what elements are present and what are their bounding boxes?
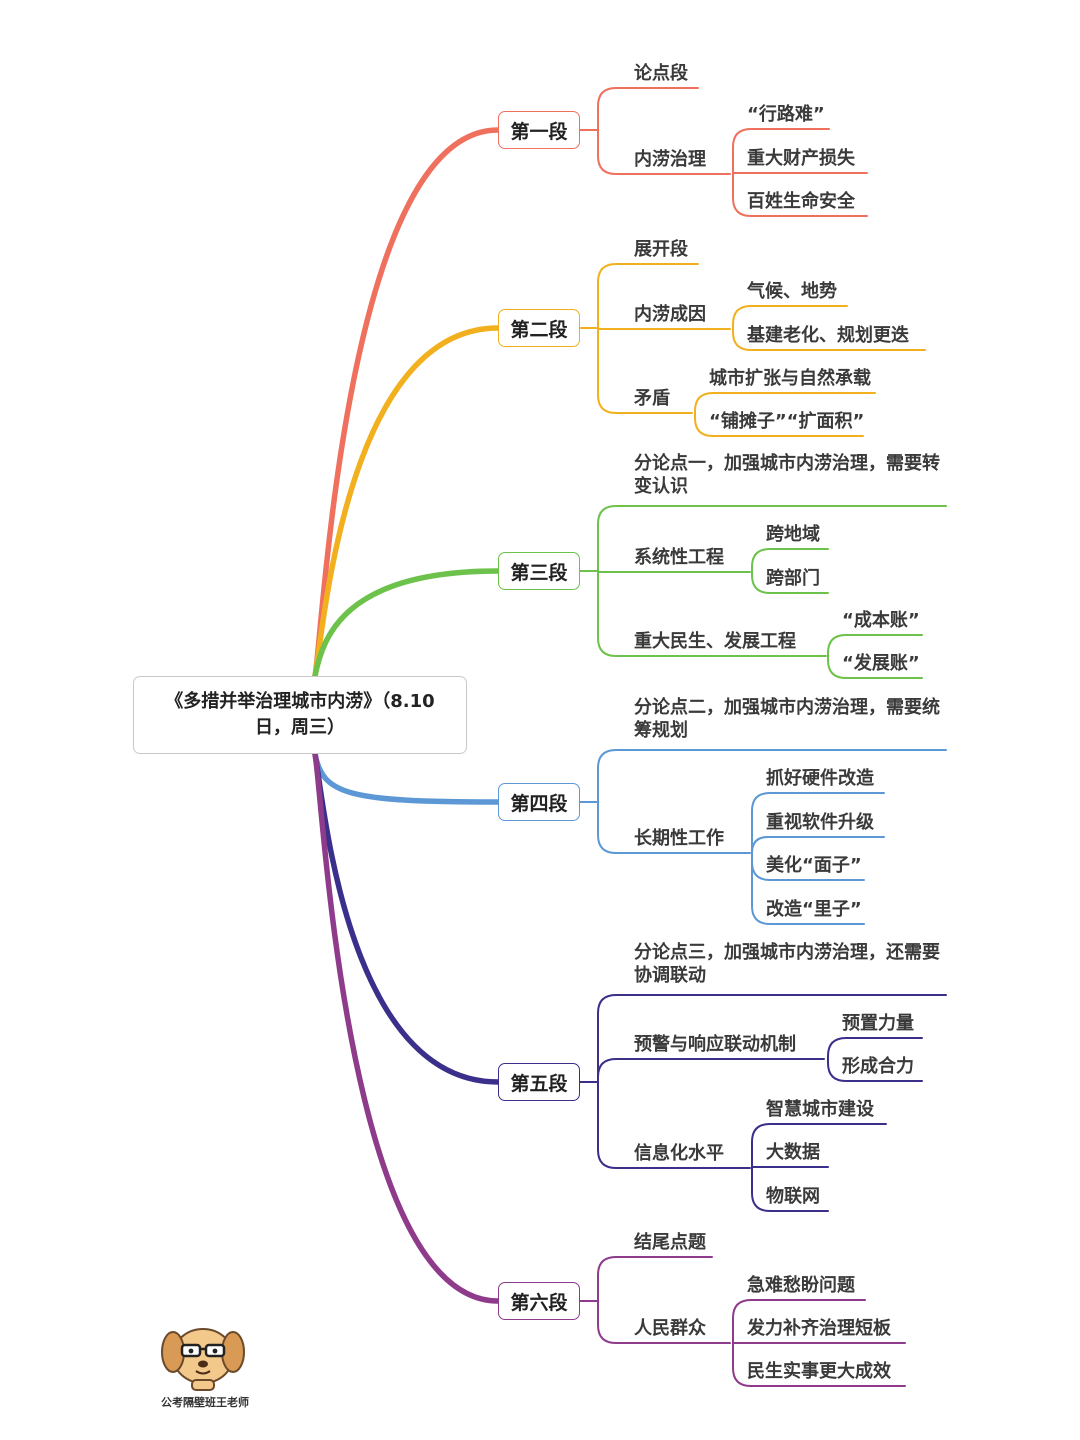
topic-label[interactable]: 矛盾 [634,388,670,409]
topic-label[interactable]: 预警与响应联动机制 [634,1034,796,1055]
leaf-label[interactable]: 美化“面子” [766,855,862,876]
leaf-connector [827,1037,923,1060]
branch-connector [312,325,501,679]
leaf-label[interactable]: “行路难” [747,104,825,125]
leaf-connector [694,412,864,437]
topic-label[interactable]: 分论点二，加强城市内涝治理，需要统筹规划 [634,697,940,742]
leaf-connector [732,173,868,217]
branch-connector [312,568,501,679]
child-connector [597,570,827,657]
topic-label[interactable]: 内涝治理 [634,149,706,170]
child-connector [597,1256,713,1302]
leaf-connector [732,1299,866,1344]
leaf-label[interactable]: 跨部门 [766,568,820,589]
topic-label[interactable]: 信息化水平 [634,1143,724,1164]
leaf-connector [732,328,926,351]
branch-connector [312,751,501,1304]
leaf-connector [751,571,829,594]
leaf-label[interactable]: 重视软件升级 [766,812,874,833]
topic-label[interactable]: 内涝成因 [634,304,706,325]
leaf-label[interactable]: 基建老化、规划更迭 [747,325,909,346]
section-node-3[interactable]: 第三段 [498,552,580,590]
leaf-label[interactable]: 改造“里子” [766,899,862,920]
leaf-label[interactable]: 民生实事更大成效 [747,1361,891,1382]
leaf-connector [751,548,829,573]
leaf-label[interactable]: “铺摊子”“扩面积” [709,411,865,432]
leaf-label[interactable]: 重大财产损失 [747,148,855,169]
leaf-connector [694,392,876,414]
child-connector [597,505,947,572]
topic-label[interactable]: 长期性工作 [634,828,724,849]
leaf-connector [751,852,865,925]
leaf-connector [732,1342,906,1387]
branch-connector [312,751,501,805]
section-node-4[interactable]: 第四段 [498,783,580,821]
leaf-label[interactable]: 物联网 [766,1186,820,1207]
leaf-connector [751,792,885,854]
child-connector [597,1300,731,1344]
leaf-connector [751,1123,887,1169]
leaf-label[interactable]: 百姓生命安全 [747,191,855,212]
child-connector [597,327,693,414]
leaf-label[interactable]: 预置力量 [842,1013,914,1034]
topic-label[interactable]: 系统性工程 [634,547,724,568]
section-node-2[interactable]: 第二段 [498,309,580,347]
child-connector [597,327,731,330]
leaf-label[interactable]: 抓好硬件改造 [766,768,874,789]
child-connector [597,1081,751,1169]
child-connector [597,1058,825,1083]
watermark-text: 公考隔壁班王老师 [161,1396,249,1409]
leaf-connector [751,1167,829,1212]
child-connector [597,801,751,854]
leaf-connector [732,172,868,175]
branch-connector [312,127,501,679]
topic-label[interactable]: 重大民生、发展工程 [634,631,796,652]
leaf-label[interactable]: “成本账” [842,610,920,631]
leaf-label[interactable]: 气候、地势 [747,281,837,302]
root-topic[interactable]: 《多措并举治理城市内涝》（8.10日，周三） [133,676,467,754]
topic-label[interactable]: 分论点一，加强城市内涝治理，需要转变认识 [634,453,940,498]
section-node-5[interactable]: 第五段 [498,1063,580,1101]
leaf-label[interactable]: 跨地域 [766,524,820,545]
topic-label[interactable]: 人民群众 [634,1318,706,1339]
child-connector [597,263,699,329]
leaf-connector [751,1166,829,1169]
topic-label[interactable]: 结尾点题 [634,1232,706,1253]
topic-label[interactable]: 分论点三，加强城市内涝治理，还需要协调联动 [634,942,940,987]
leaf-label[interactable]: 城市扩张与自然承载 [709,368,871,389]
leaf-label[interactable]: 智慧城市建设 [766,1099,874,1120]
leaf-label[interactable]: “发展账” [842,653,920,674]
leaf-label[interactable]: 发力补齐治理短板 [747,1318,891,1339]
leaf-connector [732,128,830,175]
dog-mascot-icon [161,1328,245,1391]
topic-label[interactable]: 展开段 [634,239,688,260]
section-node-6[interactable]: 第六段 [498,1282,580,1320]
topic-label[interactable]: 论点段 [634,63,688,84]
child-connector [597,749,947,803]
leaf-connector [827,655,923,679]
leaf-connector [732,305,848,330]
leaf-label[interactable]: 形成合力 [842,1056,914,1077]
section-node-1[interactable]: 第一段 [498,111,580,149]
child-connector [597,129,731,175]
leaf-connector [827,1058,923,1082]
child-connector [597,994,947,1083]
child-connector [597,570,751,573]
leaf-label[interactable]: 大数据 [766,1142,820,1163]
leaf-connector [827,634,923,657]
child-connector [597,87,699,131]
leaf-label[interactable]: 急难愁盼问题 [747,1275,855,1296]
leaf-connector [751,836,885,854]
